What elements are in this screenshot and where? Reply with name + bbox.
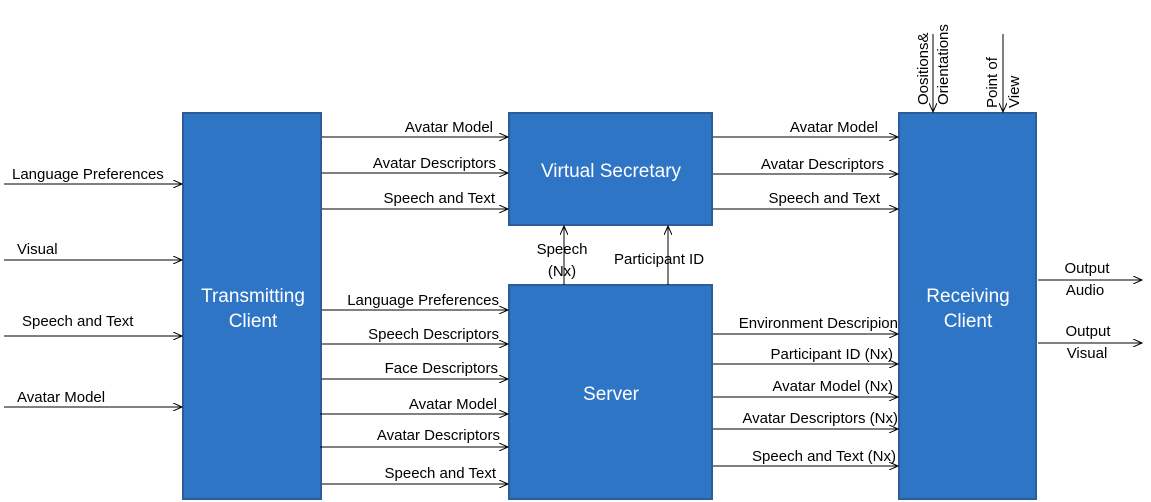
transmitting-client-label-line2: Client	[229, 311, 278, 332]
input-speech-and-text: Speech and Text	[4, 313, 182, 336]
transmitting-client-block: Transmitting Client	[182, 112, 322, 500]
server-rc-avatar-descriptors-label: Avatar Descriptors (Nx)	[742, 410, 898, 427]
vs-rc-speech-and-text-label: Speech and Text	[769, 190, 881, 207]
server-label: Server	[583, 384, 640, 405]
output-visual-arrow: Output Visual	[1038, 323, 1142, 362]
server-rc-avatar-model-arrow: Avatar Model (Nx)	[713, 378, 898, 397]
server-block: Server	[508, 284, 713, 500]
tc-vs-speech-and-text-arrow: Speech and Text	[322, 190, 508, 209]
input-visual-label: Visual	[17, 241, 58, 258]
server-rc-avatar-model-label: Avatar Model (Nx)	[772, 378, 893, 395]
tc-vs-speech-and-text-label: Speech and Text	[384, 190, 496, 207]
server-vs-speech-label-line1: Speech	[537, 241, 588, 258]
tc-server-avatar-descriptors-arrow: Avatar Descriptors	[320, 427, 508, 447]
server-rc-avatar-descriptors-arrow: Avatar Descriptors (Nx)	[713, 410, 898, 429]
transmitting-client-label-line1: Transmitting	[201, 286, 305, 307]
vs-rc-speech-and-text-arrow: Speech and Text	[713, 190, 898, 209]
tc-server-speech-and-text-arrow: Speech and Text	[322, 465, 508, 484]
input-visual: Visual	[4, 241, 182, 260]
server-vs-participant-id-arrow: Participant ID	[614, 226, 704, 285]
output-visual-label-line2: Visual	[1067, 345, 1108, 362]
server-rc-speech-and-text-label: Speech and Text (Nx)	[752, 448, 896, 465]
tc-server-speech-and-text-label: Speech and Text	[385, 465, 497, 482]
tc-server-face-descriptors-arrow: Face Descriptors	[322, 360, 508, 379]
tc-server-avatar-descriptors-label: Avatar Descriptors	[377, 427, 500, 444]
server-rc-participant-id-label: Participant ID (Nx)	[770, 346, 893, 363]
rc-positions-orientations-arrow: Oositions& Orientations	[915, 24, 952, 112]
rc-point-of-view-label-line1: Point of	[984, 56, 1001, 108]
receiving-client-block: Receiving Client	[898, 112, 1037, 500]
output-audio-label-line1: Output	[1064, 260, 1110, 277]
output-visual-label-line1: Output	[1065, 323, 1111, 340]
rc-point-of-view-arrow: Point of View	[984, 34, 1023, 112]
output-audio-label-line2: Audio	[1066, 282, 1104, 299]
rc-positions-orientations-label-line2: Orientations	[935, 24, 952, 105]
vs-rc-avatar-model-label: Avatar Model	[790, 119, 878, 136]
output-audio-arrow: Output Audio	[1038, 260, 1142, 299]
server-rc-speech-and-text-arrow: Speech and Text (Nx)	[713, 448, 898, 466]
input-avatar-model: Avatar Model	[4, 389, 182, 407]
server-vs-speech-arrow: Speech (Nx)	[537, 226, 588, 285]
tc-server-language-preferences-label: Language Preferences	[347, 292, 499, 309]
receiving-client-label-line1: Receiving	[926, 286, 1009, 307]
tc-server-speech-descriptors-label: Speech Descriptors	[368, 326, 499, 343]
tc-server-language-preferences-arrow: Language Preferences	[322, 292, 508, 310]
server-rc-participant-id-arrow: Participant ID (Nx)	[713, 346, 898, 364]
tc-vs-avatar-descriptors-arrow: Avatar Descriptors	[322, 155, 508, 173]
tc-server-speech-descriptors-arrow: Speech Descriptors	[322, 326, 508, 344]
tc-vs-avatar-descriptors-label: Avatar Descriptors	[373, 155, 496, 172]
input-speech-and-text-label: Speech and Text	[22, 313, 134, 330]
tc-server-avatar-model-arrow: Avatar Model	[320, 396, 508, 414]
vs-rc-avatar-descriptors-arrow: Avatar Descriptors	[713, 156, 898, 174]
input-language-preferences-label: Language Preferences	[12, 166, 164, 183]
tc-server-face-descriptors-label: Face Descriptors	[385, 360, 498, 377]
vs-rc-avatar-model-arrow: Avatar Model	[713, 119, 898, 137]
tc-vs-avatar-model-arrow: Avatar Model	[322, 119, 508, 137]
server-vs-speech-label-line2: (Nx)	[548, 263, 576, 280]
tc-server-avatar-model-label: Avatar Model	[409, 396, 497, 413]
rc-point-of-view-label-line2: View	[1006, 76, 1023, 108]
tc-vs-avatar-model-label: Avatar Model	[405, 119, 493, 136]
input-avatar-model-label: Avatar Model	[17, 389, 105, 406]
server-rc-environment-description-arrow: Environment Descripion	[713, 315, 898, 334]
server-rc-environment-description-label: Environment Descripion	[739, 315, 898, 332]
rc-positions-orientations-label-line1: Oositions&	[915, 32, 932, 105]
input-language-preferences: Language Preferences	[4, 166, 182, 184]
receiving-client-label-line2: Client	[944, 311, 993, 332]
vs-rc-avatar-descriptors-label: Avatar Descriptors	[761, 156, 884, 173]
virtual-secretary-label: Virtual Secretary	[541, 161, 682, 182]
virtual-secretary-block: Virtual Secretary	[508, 112, 713, 226]
server-vs-participant-id-label: Participant ID	[614, 251, 704, 268]
